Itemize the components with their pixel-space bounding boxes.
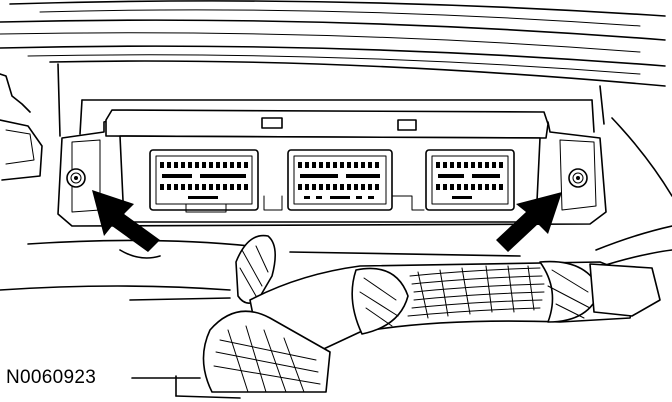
dashboard-outline bbox=[0, 0, 672, 197]
arrow-left bbox=[92, 190, 160, 252]
arrow-right bbox=[496, 192, 562, 252]
lower-panel bbox=[0, 225, 672, 301]
connector-right bbox=[391, 149, 515, 211]
bolt-right bbox=[568, 168, 588, 188]
wiring-harness bbox=[202, 234, 661, 393]
id-leader-line bbox=[131, 375, 241, 399]
connector-left bbox=[149, 149, 259, 213]
bolt-left bbox=[66, 168, 86, 188]
figure-id-label: N0060923 bbox=[6, 367, 97, 388]
connector-center bbox=[263, 149, 393, 211]
